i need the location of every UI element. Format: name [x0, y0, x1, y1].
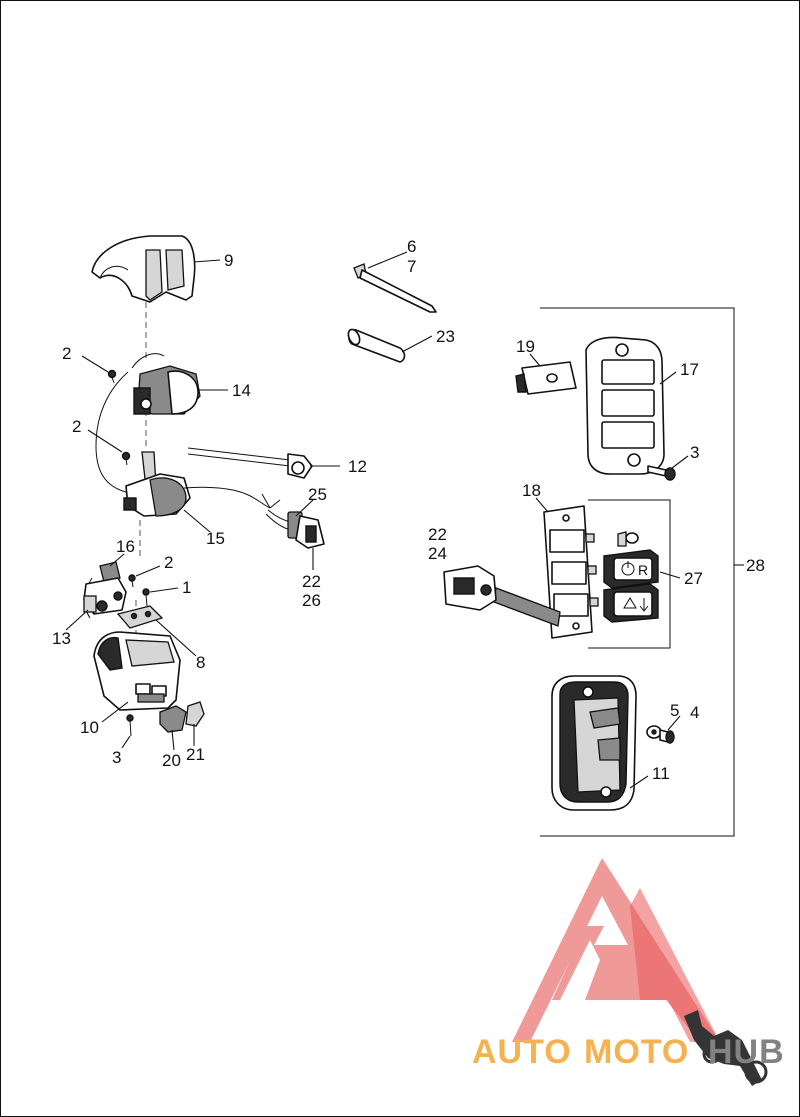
part-3-screw-housing: [126, 714, 134, 737]
callout-2-middle: 2: [72, 417, 81, 436]
part-17-switch-cover: [585, 336, 665, 475]
callout-11: 11: [652, 764, 670, 783]
callout-21: 21: [186, 745, 205, 764]
part-27-switch-buttons: R: [603, 531, 659, 623]
callout-15: 15: [206, 529, 225, 548]
callout-labels: 9 6 7 23 2 14 2 12 25 15 22 26 16 2 1 13…: [52, 237, 765, 783]
part-11-lower-right-housing: [551, 675, 637, 811]
callout-28: 28: [746, 556, 765, 575]
callout-24: 24: [428, 544, 447, 563]
callout-14: 14: [232, 381, 251, 400]
callout-27: 27: [684, 569, 703, 588]
callout-3-right: 3: [690, 443, 699, 462]
callout-5: 5: [670, 701, 679, 720]
callout-22-left: 22: [302, 572, 321, 591]
callout-6: 6: [407, 237, 416, 256]
part-4-5-screw-washer: [646, 725, 675, 744]
assembly-axis-line: [135, 292, 147, 640]
callout-4: 4: [690, 703, 699, 722]
kit-28-bracket-line: [540, 307, 735, 837]
callout-1: 1: [182, 578, 191, 597]
callout-3-left: 3: [112, 748, 121, 767]
callout-2-upper: 2: [62, 344, 71, 363]
part-10-lower-switch-housing: [93, 631, 181, 711]
part-1-screw: [142, 588, 150, 607]
part-9-upper-switch-housing: [91, 235, 196, 303]
callout-22-right: 22: [428, 525, 447, 544]
part-27-rocker-button: [603, 583, 659, 623]
part-6-7-cable-strap: [353, 263, 437, 313]
callout-8: 8: [196, 653, 205, 672]
part-2-screw-middle: [121, 451, 131, 466]
part-2-screw-upper: [107, 369, 117, 384]
watermark-text-hub: HUB: [708, 1033, 785, 1071]
callout-25: 25: [308, 485, 327, 504]
part-23-tubing-sleeve: [347, 328, 406, 363]
part-14-switch-assembly: [95, 353, 201, 493]
motorcycle-rider-icon: [684, 1010, 768, 1086]
callout-17: 17: [680, 360, 699, 379]
callout-19: 19: [516, 337, 535, 356]
leader-lines: [65, 251, 744, 789]
part-18-switch-plate-harness: [443, 505, 599, 639]
callout-7: 7: [407, 257, 416, 276]
callout-18: 18: [522, 481, 541, 500]
part-13-16-lower-switch: [83, 561, 127, 619]
part-27-small-actuator: [617, 531, 639, 547]
part-8-bracket-plate: [116, 605, 164, 629]
part-3-screw-cover: [647, 465, 676, 481]
reverse-button-legend: R: [638, 562, 648, 578]
watermark-text-auto: AUTO: [472, 1033, 572, 1071]
callout-23: 23: [436, 327, 455, 346]
callout-20: 20: [162, 751, 181, 770]
watermark-logo: AUTO MOTO HUB: [472, 858, 785, 1086]
part-15-switch-body: [123, 451, 271, 517]
callout-10: 10: [80, 718, 99, 737]
part-20-rocker-button: [159, 705, 187, 733]
watermark-text-moto: MOTO: [584, 1033, 689, 1071]
part-27-reverse-button: R: [603, 549, 659, 589]
part-12-wire-lead: [187, 447, 313, 479]
callout-9: 9: [224, 251, 233, 270]
part-21-button-cap: [185, 701, 205, 727]
callout-16: 16: [116, 537, 135, 556]
part-19-button-pad: [515, 361, 577, 395]
callout-26: 26: [302, 591, 321, 610]
part-2-screw-lower: [128, 574, 136, 588]
part-25-wire-harness-connector: [261, 493, 325, 549]
kit-27-bracket-line: [588, 499, 671, 649]
callout-2-lower: 2: [164, 553, 173, 572]
callout-12: 12: [348, 457, 367, 476]
callout-13: 13: [52, 629, 71, 648]
